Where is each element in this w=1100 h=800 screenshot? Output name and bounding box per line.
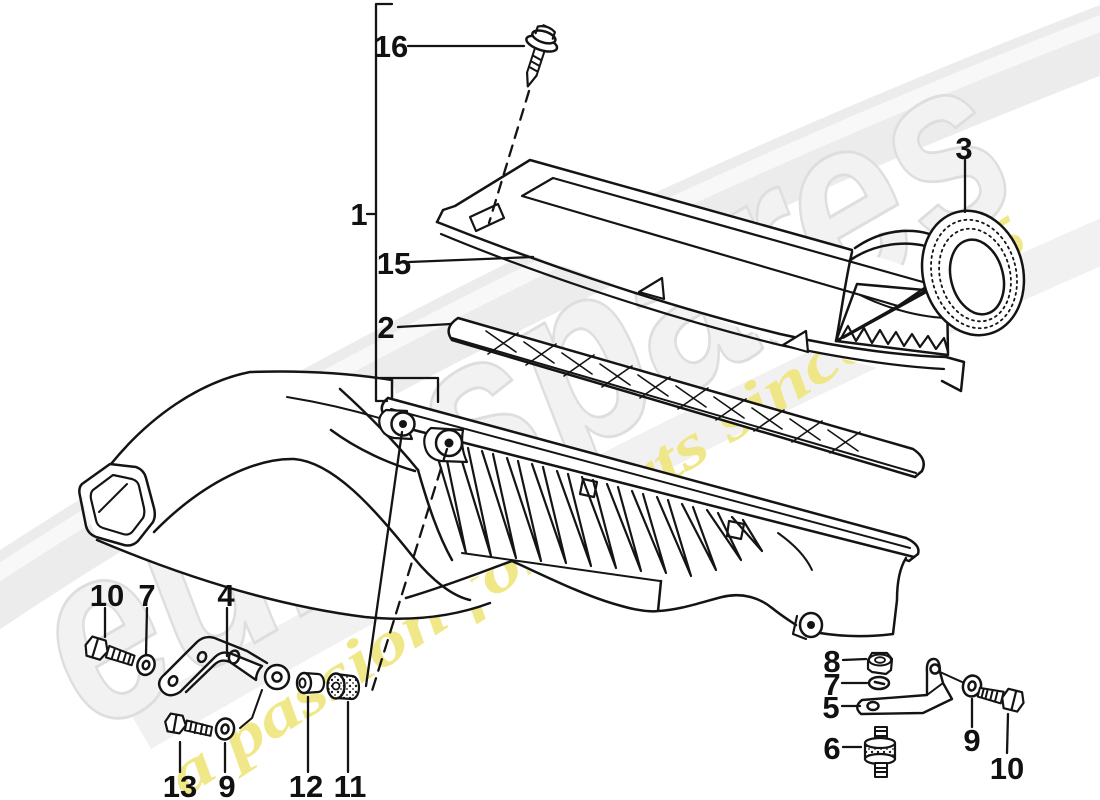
lid-corner-notch bbox=[468, 202, 506, 233]
bracket-5-pointer bbox=[939, 671, 963, 683]
callout-7-right[interactable]: 7 bbox=[823, 667, 840, 702]
rubber-bushing-11 bbox=[326, 672, 361, 701]
bracket-5 bbox=[856, 657, 954, 716]
housing-corner-stud bbox=[791, 611, 824, 641]
callout-labels: 16 1 15 2 3 10 7 4 13 9 12 11 8 7 5 6 9 … bbox=[90, 29, 1024, 800]
plate-silhouette bbox=[836, 284, 948, 355]
lid-flange-endcap bbox=[940, 355, 966, 393]
callout-10-right[interactable]: 10 bbox=[990, 751, 1024, 786]
leader-7-left bbox=[144, 606, 149, 657]
callout-10-left[interactable]: 10 bbox=[90, 578, 124, 613]
duct-opening-outer bbox=[78, 462, 157, 547]
leader-16-dashed bbox=[487, 89, 531, 225]
filter-outline bbox=[447, 316, 925, 479]
callout-3[interactable]: 3 bbox=[955, 131, 972, 166]
bracket-housing-group bbox=[378, 376, 440, 404]
housing-rim-mid-edge bbox=[390, 408, 911, 549]
callout-5[interactable]: 5 bbox=[822, 690, 839, 725]
housing-clip-tab-2 bbox=[725, 519, 746, 541]
callout-12[interactable]: 12 bbox=[289, 769, 323, 800]
screw-head-base bbox=[531, 29, 557, 45]
screw-shaft bbox=[526, 46, 546, 77]
duct-opening-crease bbox=[98, 483, 128, 513]
leader-10-right bbox=[1005, 712, 1010, 755]
leader-2 bbox=[396, 322, 453, 329]
callout-7-left[interactable]: 7 bbox=[138, 578, 155, 613]
washer-7-left bbox=[136, 653, 156, 677]
hose-inner-ring bbox=[948, 238, 1006, 316]
duct-top-edge bbox=[109, 370, 394, 466]
housing-mount-grommet-rear bbox=[423, 426, 469, 464]
callout-6[interactable]: 6 bbox=[823, 731, 840, 766]
elbow-left-edge bbox=[834, 250, 854, 343]
watermark-brand-text: eurospares bbox=[0, 0, 1058, 782]
lid-silhouette bbox=[437, 160, 963, 390]
screw-16 bbox=[525, 24, 559, 88]
callout-13[interactable]: 13 bbox=[163, 769, 197, 800]
plate-inner-line bbox=[842, 292, 926, 339]
washer-7-right bbox=[867, 675, 891, 691]
hose-band-texture-2 bbox=[938, 227, 1012, 323]
lid-front-edge bbox=[435, 220, 948, 359]
housing-rim-front-edge bbox=[400, 425, 916, 559]
filter-element bbox=[447, 316, 925, 479]
callout-16[interactable]: 16 bbox=[374, 29, 408, 64]
housing-face-bottom bbox=[461, 552, 661, 582]
plate-teeth bbox=[838, 324, 950, 354]
intake-air-duct bbox=[78, 370, 492, 620]
callout-9-left[interactable]: 9 bbox=[218, 769, 235, 800]
leader-grommet-front bbox=[364, 430, 404, 688]
leader-15 bbox=[407, 255, 535, 264]
housing-right-corner-crease bbox=[777, 532, 813, 571]
duct-flap-lower bbox=[329, 428, 417, 473]
housing-rim-right-tip bbox=[904, 536, 920, 563]
flex-hose bbox=[920, 209, 1026, 337]
callout-11[interactable]: 11 bbox=[334, 769, 367, 800]
cover-lid bbox=[435, 158, 966, 393]
callout-9-right[interactable]: 9 bbox=[963, 723, 980, 758]
callout-4[interactable]: 4 bbox=[217, 578, 235, 613]
filter-mesh-hatch bbox=[485, 330, 861, 454]
lid-outline bbox=[435, 158, 854, 252]
housing-clip-tab-1 bbox=[578, 477, 599, 499]
duct-opening-inner bbox=[89, 473, 146, 536]
bracket-4-pointer bbox=[239, 689, 263, 729]
bracket-4 bbox=[157, 635, 291, 697]
duct-housing-joint bbox=[416, 468, 454, 562]
callout-2[interactable]: 2 bbox=[377, 310, 394, 345]
spacer-sleeve-12 bbox=[295, 671, 326, 695]
hardware-left bbox=[84, 635, 361, 741]
bolt-13 bbox=[164, 712, 214, 737]
lid-front-flange bbox=[439, 232, 946, 371]
housing-mount-grommet-front bbox=[378, 408, 416, 441]
leader-8 bbox=[841, 657, 868, 662]
leader-grommet-rear-dashed bbox=[370, 447, 449, 693]
rubber-mount-6 bbox=[863, 726, 897, 778]
hose-band-texture-1 bbox=[930, 218, 1018, 330]
swoosh-curve-upper bbox=[0, 5, 1100, 630]
screw-head bbox=[534, 24, 557, 40]
hardware-right bbox=[856, 651, 1025, 778]
callout-15[interactable]: 15 bbox=[377, 246, 411, 281]
housing-pan-bottom bbox=[404, 556, 908, 638]
duct-front-fold bbox=[152, 457, 472, 602]
lid-tab-2 bbox=[781, 329, 810, 354]
bolt-10-right bbox=[976, 686, 1025, 713]
screw-tip bbox=[525, 71, 538, 88]
nut-8 bbox=[866, 651, 894, 676]
bracket-part-1 bbox=[374, 2, 394, 403]
callout-8[interactable]: 8 bbox=[823, 644, 840, 679]
air-cleaner-housing bbox=[378, 396, 920, 641]
leader-lines bbox=[103, 2, 1010, 774]
duct-bottom-edge bbox=[95, 538, 492, 620]
washer-9-left bbox=[214, 717, 236, 741]
housing-rim-back-edge bbox=[386, 396, 908, 540]
lid-tab-1 bbox=[637, 276, 666, 301]
callout-1[interactable]: 1 bbox=[350, 197, 367, 232]
bolt-10-left bbox=[84, 635, 136, 667]
